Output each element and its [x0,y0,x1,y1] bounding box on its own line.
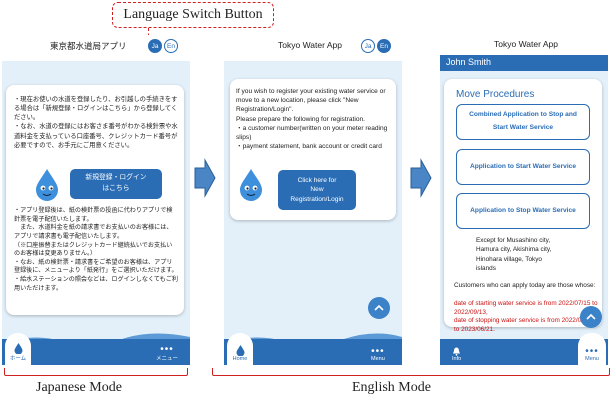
flow-arrow-icon [194,158,216,198]
home-icon [14,343,22,354]
flow-arrow-icon [410,158,432,198]
notes-text: ・アプリ登録後は、紙の検針票の投函に代わりアプリで検針票を電子配信いたします。 … [14,207,178,292]
info-card [6,85,184,315]
register-login-button[interactable]: Click here for New Registration/Login [278,170,356,210]
water-mascot-icon [32,167,62,201]
water-mascot-icon [236,167,266,201]
phone-move-procedures: Tokyo Water App John Smith Move Procedur… [440,35,608,365]
lang-en-button[interactable]: En [164,39,178,53]
nav-home-button[interactable]: Home [227,333,253,365]
bell-icon [453,347,461,356]
english-mode-label: English Mode [352,380,431,395]
combined-application-button[interactable]: Combined Application to Stop and Start W… [456,104,590,140]
customers-note: Customers who can apply today are those … [454,282,596,289]
lang-ja-button[interactable]: Ja [361,39,375,53]
scroll-top-button[interactable] [580,306,602,328]
english-mode-bracket [212,368,610,376]
app-title: Tokyo Water App [494,39,558,49]
nav-menu-button[interactable]: ••• メニュー [156,344,179,363]
nav-menu-label: メニュー [156,356,179,362]
nav-home-button[interactable]: ホーム [5,333,31,365]
nav-home-label: Home [232,356,248,362]
menu-dots-icon: ••• [585,346,599,357]
user-name: John Smith [446,57,492,67]
procedures-card [444,79,602,327]
phone-japanese: 東京都水道局アプリ Ja En ・現在お使いの水道を登録したり、お引越しの手続き… [2,35,190,365]
page-heading: Move Procedures [456,89,535,100]
callout-label: Language Switch Button [123,7,263,22]
nav-info-button[interactable]: Info [452,347,461,362]
except-note: Except for Musashino city, Hamura city, … [476,237,552,272]
chevron-up-icon [374,304,384,311]
register-login-button[interactable]: 新規登録・ログイン はこちら [70,169,162,199]
app-title: Tokyo Water App [278,40,342,50]
nav-home-label: ホーム [9,356,27,362]
scroll-top-button[interactable] [368,297,390,319]
nav-menu-button[interactable]: ••• Menu [371,346,385,363]
stop-date-range: date of stopping water service is from 2… [454,317,594,334]
bottom-nav [2,339,190,365]
menu-dots-icon: ••• [371,346,385,357]
japanese-mode-label: Japanese Mode [36,380,122,395]
app-title: 東京都水道局アプリ [50,41,127,51]
intro-text: ・現在お使いの水道を登録したり、お引越しの手続きをする場合は「新規登録・ログイン… [14,96,178,149]
lang-en-button[interactable]: En [377,39,391,53]
menu-dots-icon: ••• [160,344,174,355]
phone-english: Tokyo Water App Ja En If you wish to reg… [224,35,402,365]
home-icon [236,345,244,356]
nav-menu-label: Menu [371,356,385,362]
nav-info-label: Info [452,356,462,362]
nav-menu-button[interactable]: ••• Menu [578,333,606,365]
language-switch-callout: Language Switch Button [112,2,274,28]
bottom-nav [224,339,402,365]
start-application-button[interactable]: Application to Start Water Service [456,149,590,185]
nav-menu-label: Menu [585,356,599,362]
chevron-up-icon [586,313,596,320]
intro-text: If you wish to register your existing wa… [236,88,388,151]
stop-application-button[interactable]: Application to Stop Water Service [456,193,590,229]
start-date-range: date of starting water service is from 2… [454,300,598,317]
user-header: John Smith [440,55,608,71]
japanese-mode-bracket [4,368,188,376]
lang-ja-button[interactable]: Ja [148,39,162,53]
